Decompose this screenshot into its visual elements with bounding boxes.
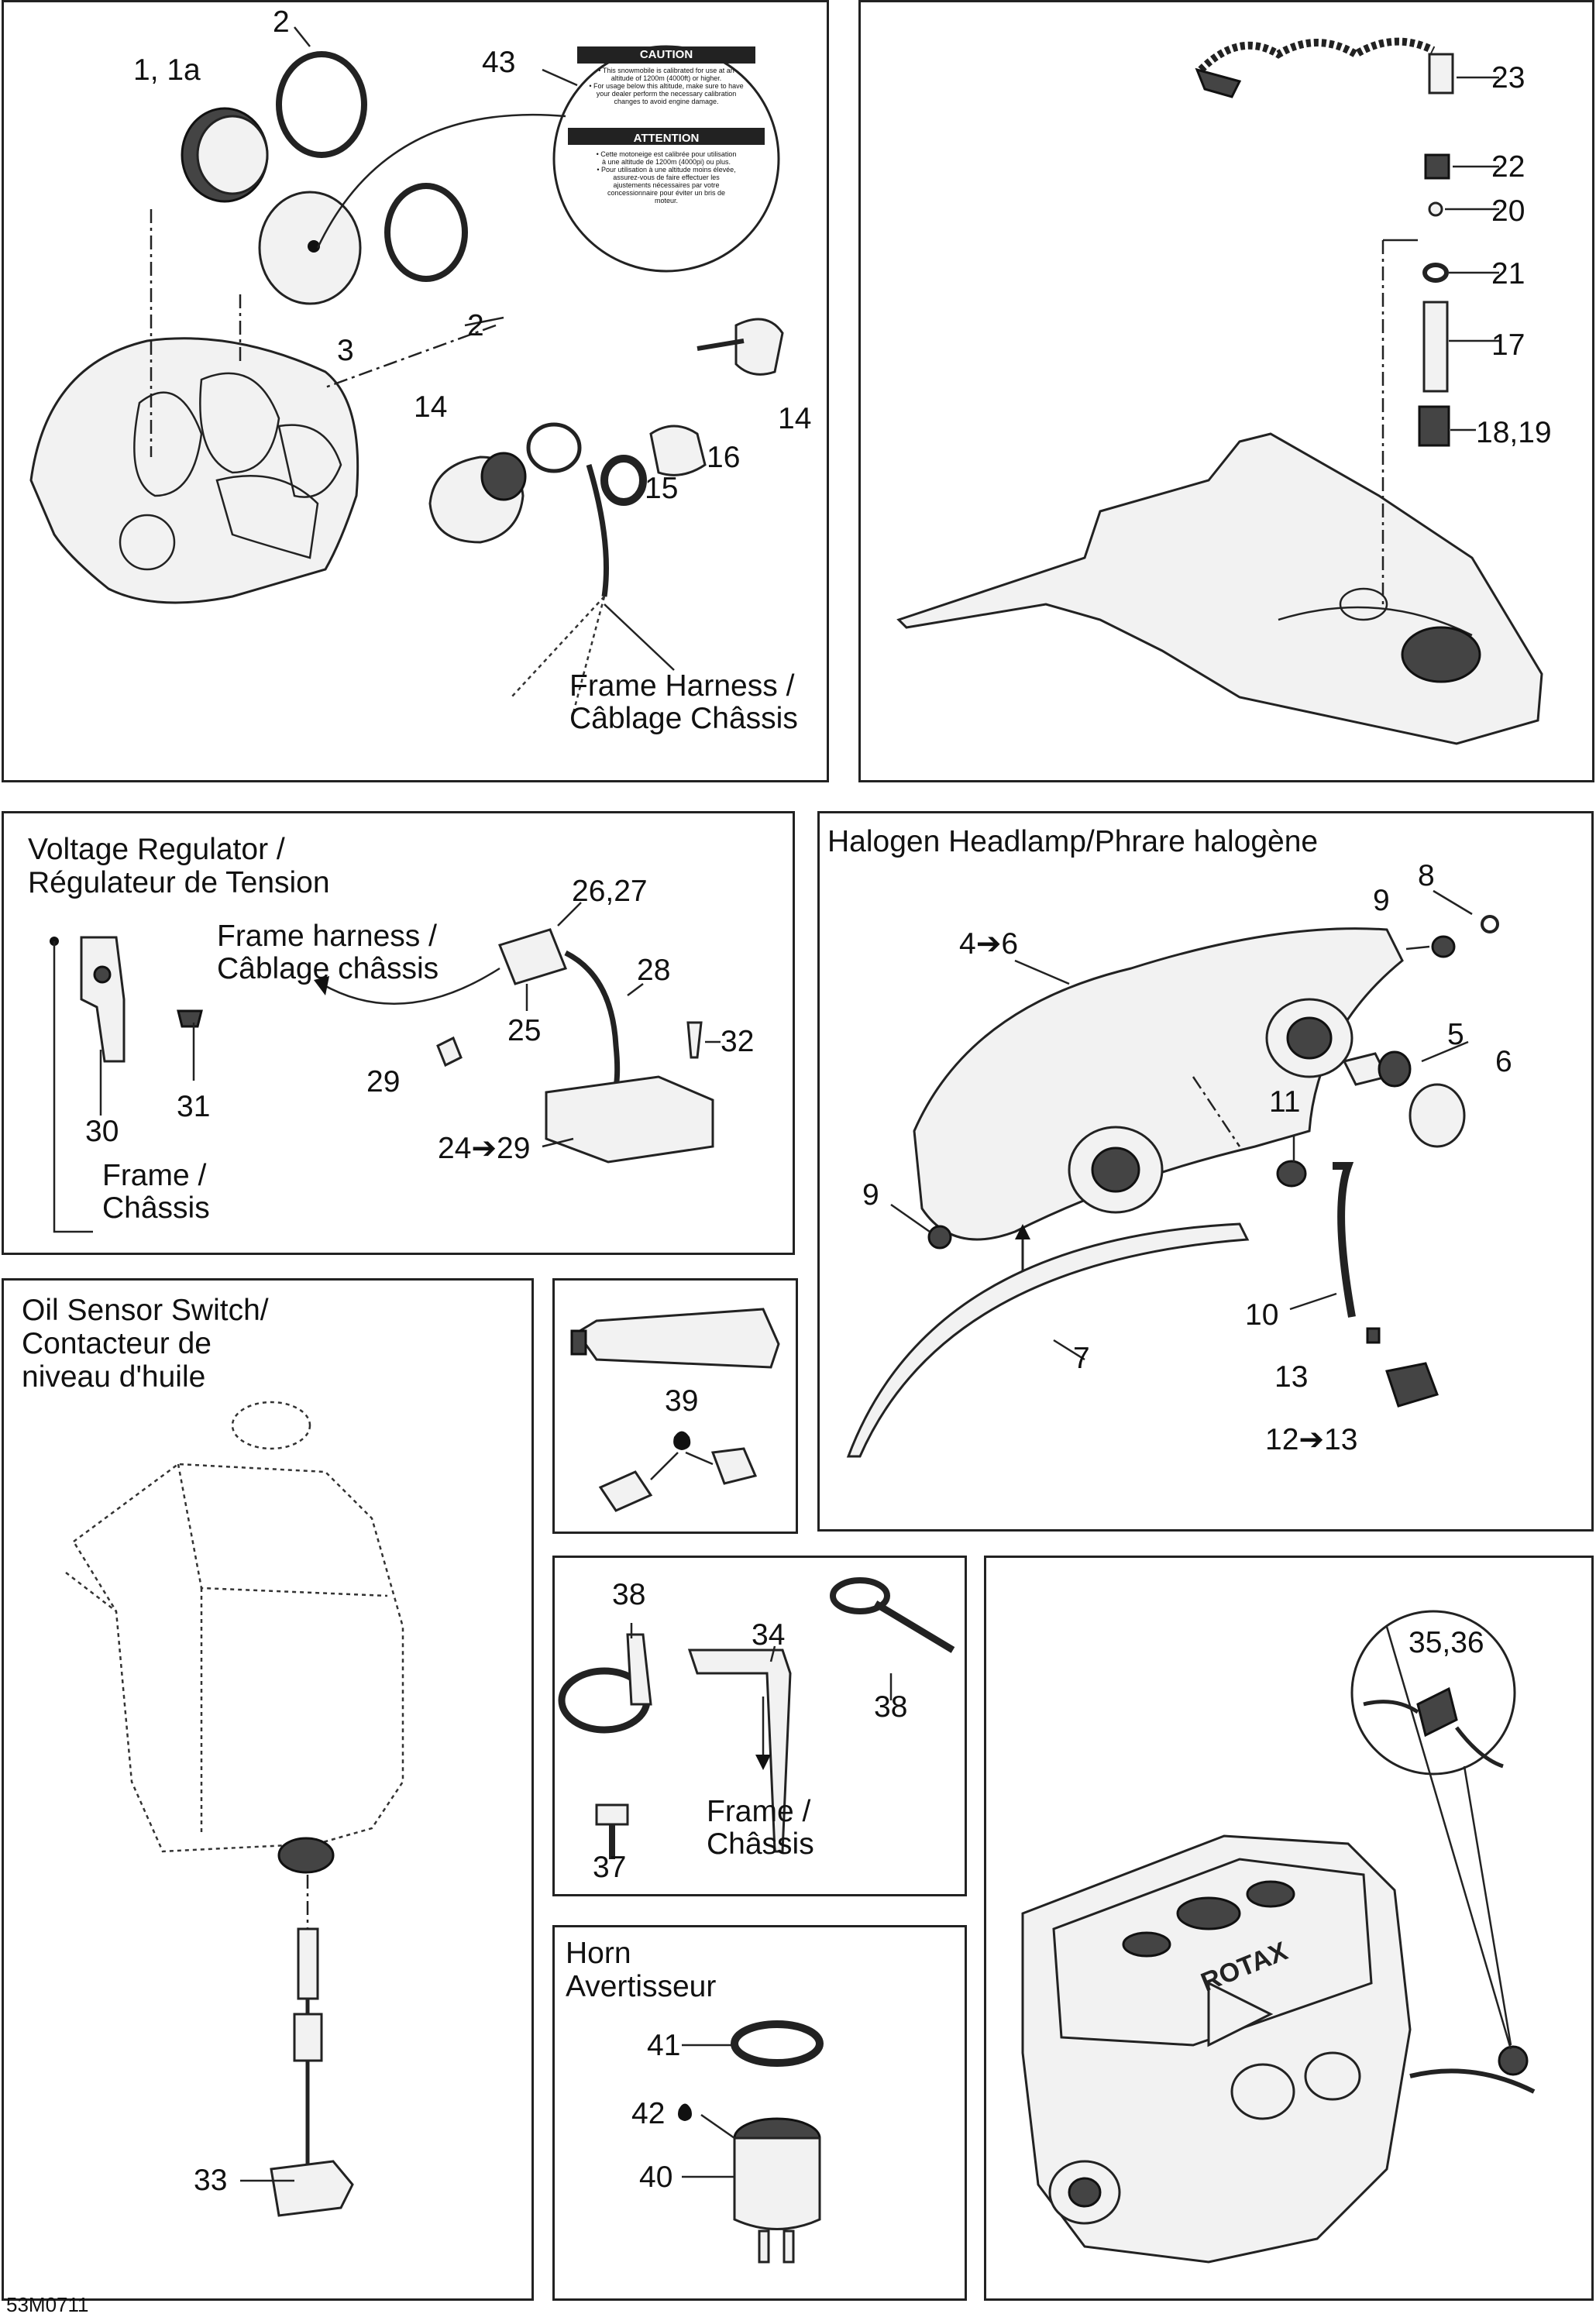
label-ties-1: 34 <box>752 1618 786 1652</box>
label-regulator-4: 32 <box>721 1025 755 1058</box>
panel-regulator <box>2 811 795 1255</box>
label-tether-1: 22 <box>1491 150 1525 184</box>
label-gauges-9: Frame Harness / Câblage Châssis <box>569 669 798 735</box>
label-regulator-9: Frame / Châssis <box>102 1159 210 1225</box>
attention-text: • Cette motoneige est calibrée pour util… <box>596 150 737 205</box>
title-regulator: Voltage Regulator / Régulateur de Tensio… <box>28 833 330 899</box>
label-headlamp-7: 10 <box>1245 1298 1279 1332</box>
label-headlamp-10: 12➔13 <box>1265 1423 1358 1456</box>
caution-text: • This snowmobile is calibrated for use … <box>589 67 744 105</box>
label-oil-0: 33 <box>194 2164 228 2197</box>
label-gauges-5: 14 <box>414 390 448 424</box>
attention-heading: ATTENTION <box>633 132 700 145</box>
label-engine-0: 35,36 <box>1409 1626 1484 1659</box>
label-regulator-1: Frame harness / Câblage châssis <box>217 920 439 985</box>
label-gauges-6: 14 <box>778 402 812 435</box>
label-horn-1: 42 <box>631 2097 666 2130</box>
label-horn-2: 40 <box>639 2161 673 2194</box>
label-gauges-7: 15 <box>645 472 679 505</box>
label-regulator-8: 24➔29 <box>438 1132 531 1165</box>
label-gauges-4: 2 <box>467 309 484 342</box>
label-tether-3: 21 <box>1491 257 1525 290</box>
label-headlamp-8: 7 <box>1073 1342 1090 1375</box>
label-regulator-3: 25 <box>507 1014 542 1047</box>
label-ties-0: 38 <box>612 1578 646 1611</box>
title-horn: Horn Avertisseur <box>566 1937 717 2003</box>
label-headlamp-5: 11 <box>1269 1085 1301 1119</box>
label-tether-0: 23 <box>1491 61 1525 95</box>
label-regulator-0: 26,27 <box>572 875 648 908</box>
label-headlamp-0: 8 <box>1418 859 1435 892</box>
label-gauges-0: 2 <box>273 5 290 39</box>
label-gauges-1: 1, 1a <box>133 53 201 87</box>
label-headlamp-9: 13 <box>1274 1360 1309 1394</box>
label-gauges-2: 43 <box>482 46 516 79</box>
label-regulator-2: 28 <box>637 954 671 987</box>
title-headlamp: Halogen Headlamp/Phrare halogène <box>827 825 1319 858</box>
label-headlamp-1: 9 <box>1373 884 1390 917</box>
caution-heading: CAUTION <box>639 48 693 61</box>
label-ties-4: Frame / Châssis <box>707 1795 814 1861</box>
label-gauges-3: 3 <box>337 334 354 367</box>
label-ties-3: 37 <box>593 1851 627 1884</box>
label-regulator-5: 29 <box>366 1065 401 1098</box>
label-headlamp-3: 5 <box>1447 1018 1464 1051</box>
figure-code: 53M0711 <box>6 2293 89 2316</box>
label-grease-0: 39 <box>665 1384 699 1418</box>
label-ties-2: 38 <box>874 1690 908 1724</box>
label-tether-2: 20 <box>1491 194 1525 228</box>
label-regulator-6: 31 <box>177 1090 211 1123</box>
label-headlamp-2: 4➔6 <box>959 927 1019 961</box>
label-headlamp-4: 6 <box>1495 1045 1512 1078</box>
label-headlamp-6: 9 <box>862 1178 879 1212</box>
label-regulator-7: 30 <box>85 1115 119 1148</box>
caution-decal: CAUTION • This snowmobile is calibrated … <box>569 46 763 271</box>
label-horn-0: 41 <box>647 2029 681 2062</box>
panel-oil <box>2 1278 534 2301</box>
label-tether-5: 18,19 <box>1476 416 1552 449</box>
label-tether-4: 17 <box>1491 328 1525 362</box>
title-oil: Oil Sensor Switch/ Contacteur de niveau … <box>22 1294 269 1394</box>
label-gauges-8: 16 <box>707 441 741 474</box>
